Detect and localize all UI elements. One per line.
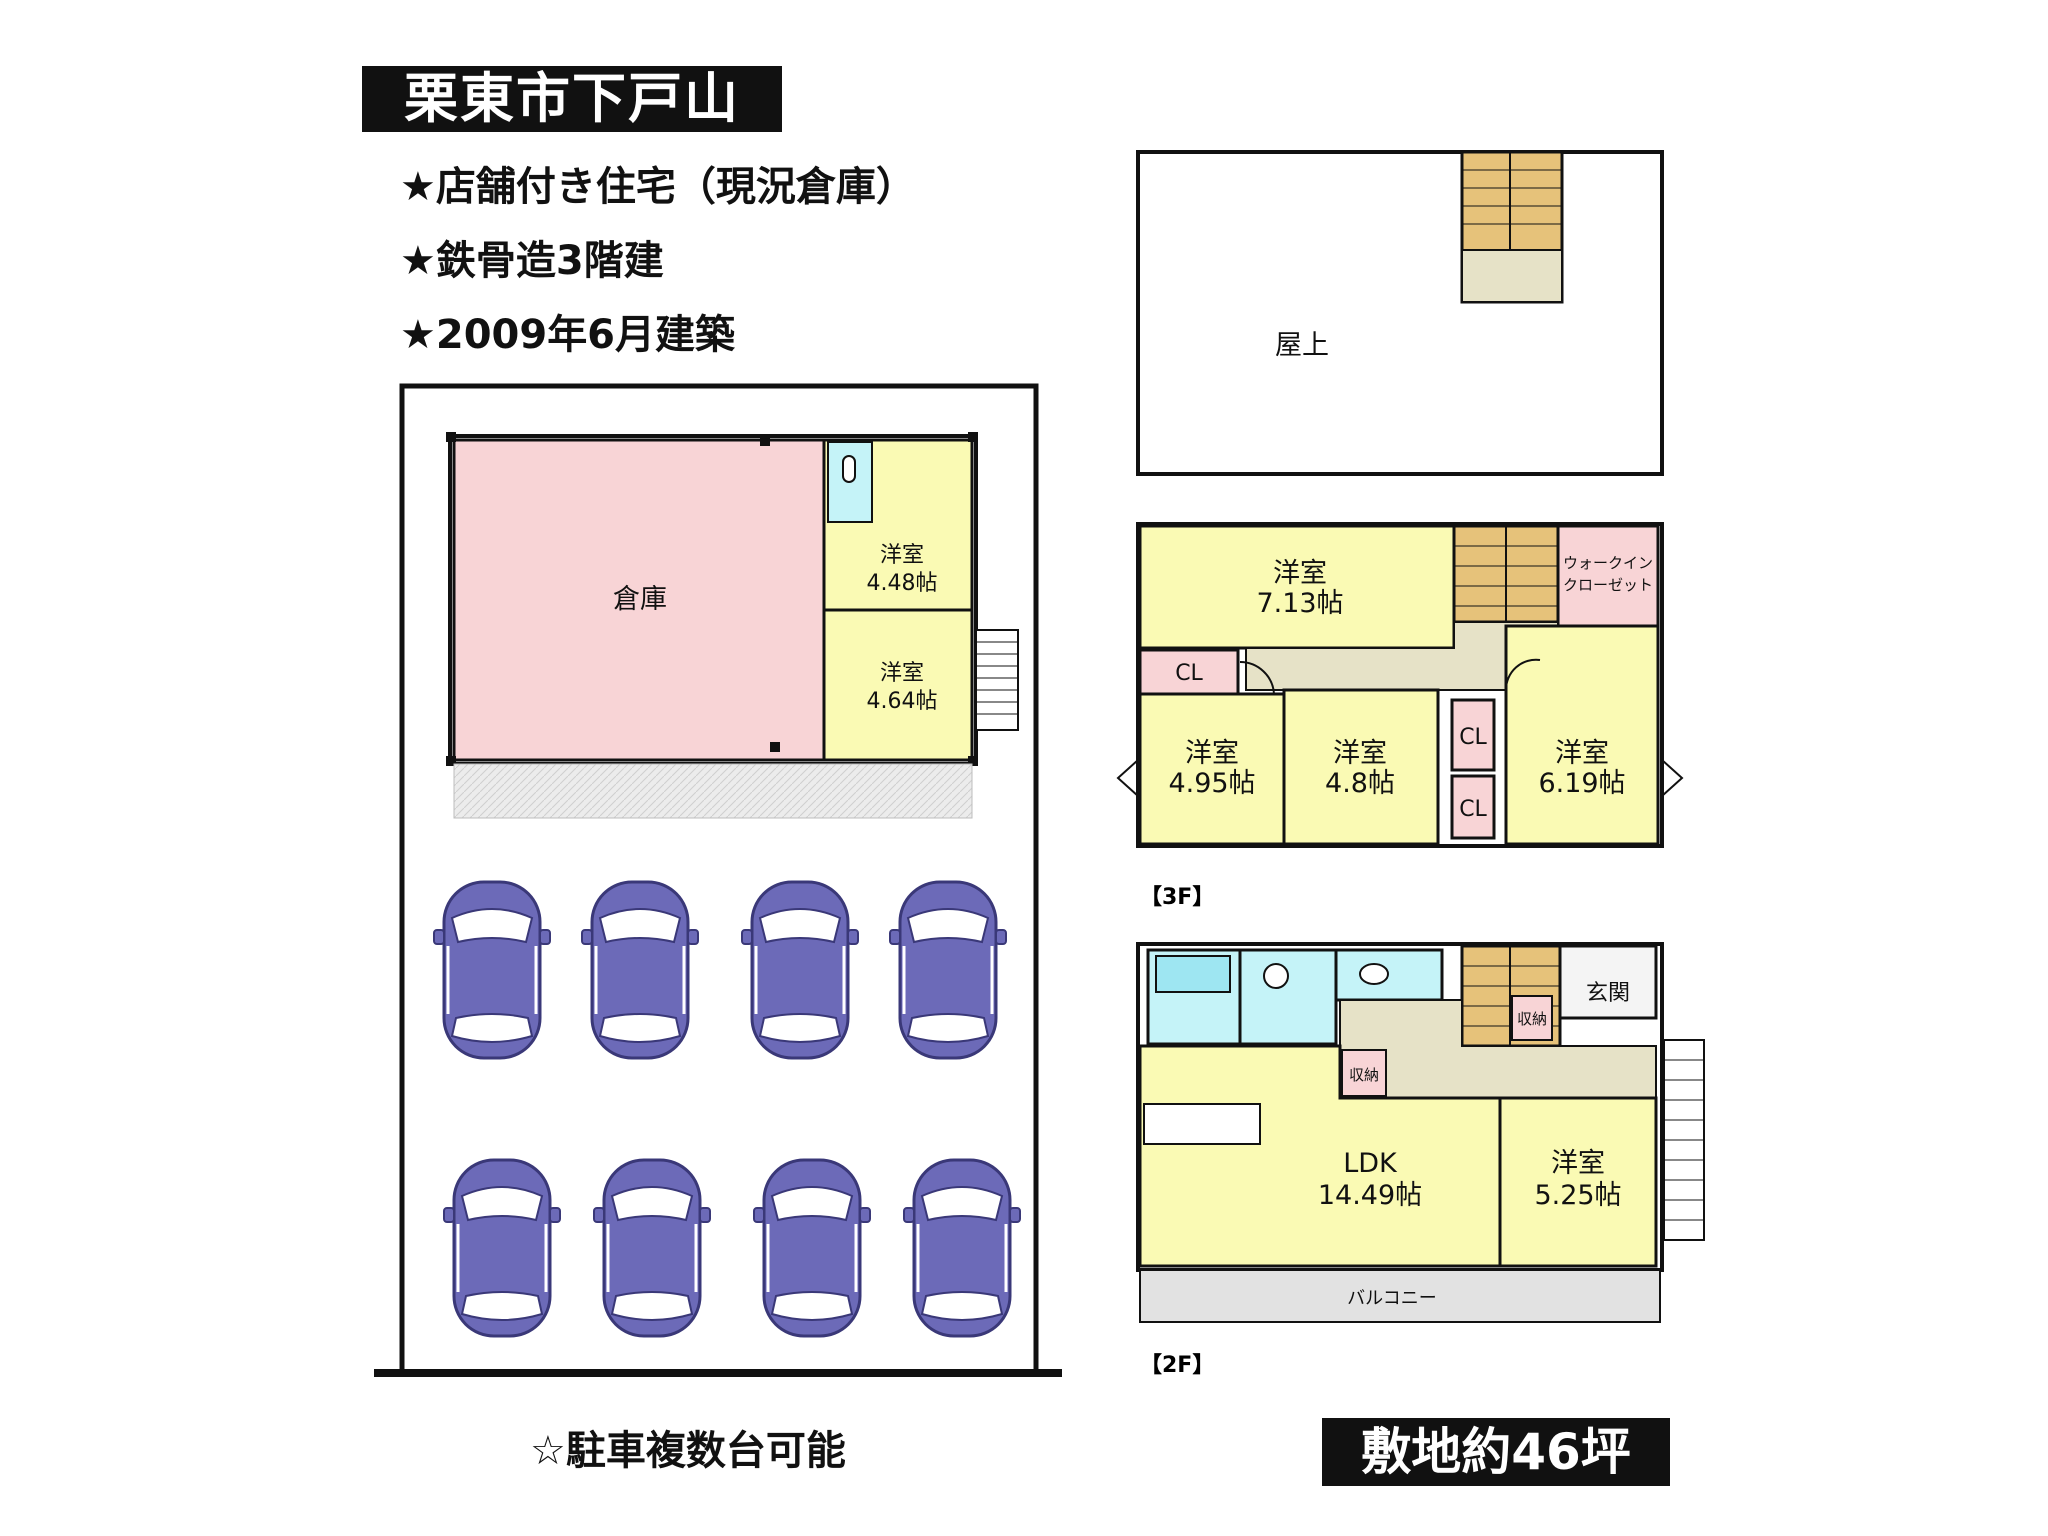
- f2-exterior-stairs: [1663, 1039, 1705, 1241]
- car-icon: [740, 880, 860, 1060]
- site-plan: 倉庫 洋室 4.48帖 洋室 4.64帖: [374, 383, 1062, 1377]
- feature-building-use: ★店舗付き住宅（現況倉庫）: [400, 164, 916, 210]
- f2-ldk-name: LDK: [1343, 1148, 1398, 1179]
- roof-outline: [1136, 150, 1664, 476]
- f3-wic-line1: ウォークイン: [1563, 554, 1653, 572]
- site-exterior-stairs: [975, 629, 1019, 731]
- f3-room-48: [1282, 688, 1440, 846]
- f3-closet-1: [1138, 648, 1240, 696]
- f3-room-619-name: 洋室: [1555, 738, 1609, 769]
- f2-room-525-name: 洋室: [1551, 1148, 1605, 1179]
- f3-wic-line2: クローゼット: [1563, 576, 1653, 594]
- site-apron: [453, 763, 973, 819]
- car-icon: [580, 880, 700, 1060]
- f3-closet-3-label: CL: [1459, 797, 1487, 822]
- f2-balcony-label: バルコニー: [1347, 1288, 1437, 1309]
- bathtub-icon: [1155, 955, 1231, 993]
- site-room-a-size: 4.48帖: [867, 571, 938, 596]
- f2-storage-2: [1341, 1049, 1387, 1097]
- f2-entrance: [1558, 944, 1658, 1020]
- roof-label: 屋上: [1275, 330, 1329, 361]
- site-room-a-name: 洋室: [880, 543, 924, 568]
- f2-balcony: [1139, 1269, 1661, 1323]
- f3-room-48-name: 洋室: [1333, 738, 1387, 769]
- parking-spaces: [432, 880, 1022, 1338]
- f3-room-713-name: 洋室: [1273, 558, 1327, 589]
- site-room-b: [822, 608, 974, 762]
- feature-structure: ★鉄骨造3階建: [400, 238, 664, 284]
- car-icon: [902, 1158, 1022, 1338]
- f3-closet-2-label: CL: [1459, 725, 1487, 750]
- car-icon: [442, 1158, 562, 1338]
- parking-note: ☆駐車複数台可能: [530, 1428, 846, 1474]
- f2-storage-2-label: 収納: [1349, 1066, 1379, 1084]
- feature-built-date: ★2009年6月建築: [400, 312, 736, 358]
- f2-ldk-size: 14.49帖: [1318, 1180, 1422, 1211]
- kitchen-counter: [1143, 1103, 1261, 1145]
- f2-storage-1: [1511, 995, 1553, 1041]
- storage-room-label: 倉庫: [613, 584, 667, 615]
- f3-closet-1-label: CL: [1175, 661, 1203, 686]
- car-icon: [592, 1158, 712, 1338]
- f2-room-525-size: 5.25帖: [1534, 1180, 1621, 1211]
- site-room-b-name: 洋室: [880, 661, 924, 686]
- site-boundary: [399, 383, 1039, 1372]
- f3-room-619: [1504, 624, 1660, 846]
- f2-entrance-label: 玄関: [1586, 981, 1630, 1006]
- property-title: 栗東市下戸山: [362, 66, 782, 132]
- washbasin-icon: [1263, 963, 1289, 989]
- f3-room-713: [1138, 524, 1456, 650]
- f2-room-525: [1498, 1096, 1658, 1268]
- f3-room-495-size: 4.95帖: [1168, 768, 1255, 799]
- f2-washroom: [1238, 948, 1338, 1046]
- f3-room-495-name: 洋室: [1185, 738, 1239, 769]
- f2-toilet: [1334, 948, 1444, 1002]
- f3-room-48-size: 4.8帖: [1325, 768, 1395, 799]
- lot-area-badge: 敷地約46坪: [1322, 1418, 1670, 1486]
- f3-room-713-size: 7.13帖: [1256, 588, 1343, 619]
- f3-room-495: [1138, 692, 1286, 846]
- f2-tag: 【2F】: [1140, 1353, 1214, 1378]
- toilet-icon: [1359, 963, 1389, 985]
- f3-walk-in-closet: [1556, 524, 1660, 628]
- f3-closet-2: [1450, 698, 1496, 772]
- f2-storage-1-label: 収納: [1517, 1010, 1547, 1028]
- car-icon: [752, 1158, 872, 1338]
- floor3-plan: 洋室 7.13帖 ウォークイン クローゼット CL 洋室 4.95帖 洋室 4.…: [1116, 522, 1684, 848]
- roof-plan: 屋上: [1136, 150, 1664, 476]
- f3-closet-3: [1450, 774, 1496, 840]
- floor2-plan: 玄関 収納 収納 LDK 14.49帖 洋室 5.25帖 バルコニー: [1136, 942, 1705, 1323]
- car-icon: [888, 880, 1008, 1060]
- car-icon: [432, 880, 552, 1060]
- sink-icon: [842, 455, 856, 483]
- f3-tag: 【3F】: [1140, 885, 1214, 910]
- site-room-b-size: 4.64帖: [867, 689, 938, 714]
- f3-hallway: [1245, 621, 1559, 691]
- f3-room-619-size: 6.19帖: [1538, 768, 1625, 799]
